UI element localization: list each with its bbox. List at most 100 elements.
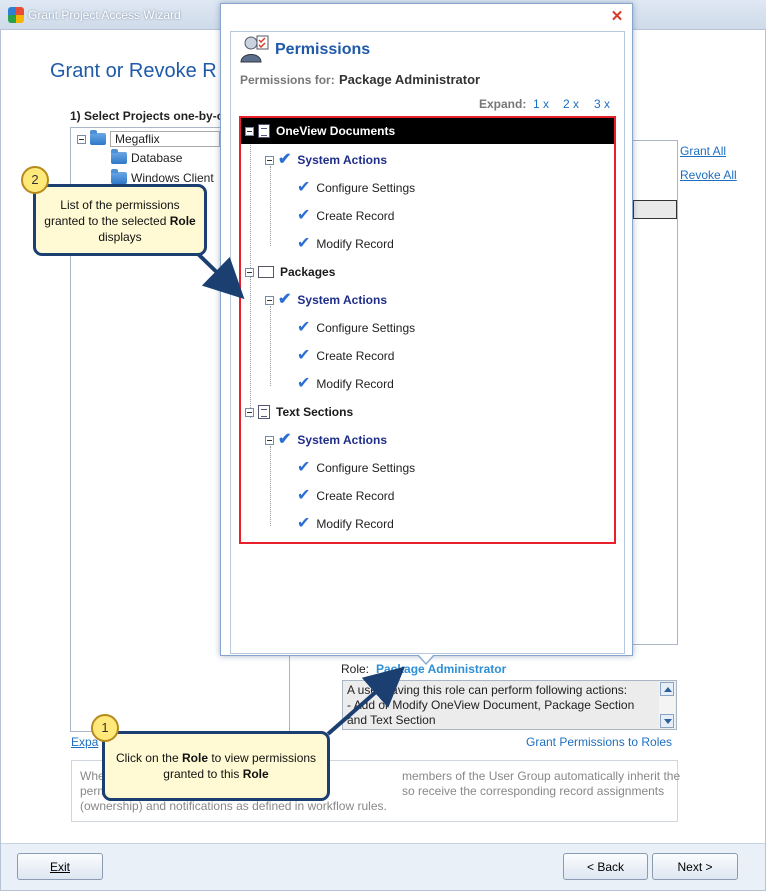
tree-item-label: Database [131, 151, 183, 165]
user-permissions-icon [240, 35, 269, 63]
tree-connector [270, 166, 271, 246]
checkmark-icon: ✔ [297, 319, 311, 336]
action-label: Configure Settings [316, 461, 416, 475]
role-description-text: A user having this role can perform foll… [347, 683, 635, 727]
scroll-up-icon[interactable] [660, 682, 674, 696]
expand-label: Expand: [479, 97, 527, 111]
expand-2x-link[interactable]: 2 x [563, 97, 580, 111]
action-label: Create Record [316, 489, 395, 503]
action-label: Modify Record [316, 377, 394, 391]
subgroup-label: System Actions [297, 293, 387, 307]
tree-action-modify-record: ✔ Modify Record [297, 235, 394, 252]
callout-2-text-post: displays [98, 230, 142, 244]
checkmark-icon: ✔ [278, 151, 292, 168]
role-description-scrollbar[interactable] [659, 682, 675, 728]
expand-1x-link[interactable]: 1 x [533, 97, 550, 111]
tree-group-oneview-documents[interactable]: OneView Documents [241, 118, 614, 144]
tree-connector [270, 306, 271, 386]
window-title: Grant Project Access Wizard [28, 8, 181, 22]
info-text-line: members of the User Group automatically … [402, 769, 681, 783]
step-label: 1) Select Projects one-by-o [70, 109, 225, 123]
callout-1-badge: 1 [91, 714, 119, 742]
action-label: Create Record [316, 209, 395, 223]
collapse-icon[interactable] [245, 267, 254, 277]
action-label: Configure Settings [316, 321, 416, 335]
tree-item-label: Megaflix [110, 131, 220, 147]
info-text-prefix: Whe [80, 769, 105, 783]
tree-subgroup-system-actions[interactable]: ✔ System Actions [265, 291, 387, 308]
text-document-icon [258, 405, 270, 419]
grant-all-link[interactable]: Grant All [680, 144, 727, 158]
action-label: Create Record [316, 349, 395, 363]
exit-button-label: Exit [49, 859, 70, 874]
checkmark-icon: ✔ [297, 347, 311, 364]
tree-action-configure-settings: ✔ Configure Settings [297, 319, 416, 336]
group-label: Packages [280, 265, 336, 279]
tree-item-windows-client[interactable]: Windows Client [111, 169, 214, 185]
info-text-line: so receive the corresponding record assi… [402, 784, 665, 798]
checkmark-icon: ✔ [297, 515, 311, 532]
callout-2-bold: Role [169, 214, 196, 228]
back-button-label: < Back [586, 859, 625, 874]
next-button-label: Next > [677, 859, 713, 874]
grant-permissions-link[interactable]: Grant Permissions to Roles [526, 735, 673, 749]
revoke-all-link[interactable]: Revoke All [680, 168, 737, 182]
close-icon[interactable]: ✕ [610, 8, 624, 25]
callout-2-badge: 2 [21, 166, 49, 194]
folder-icon [258, 266, 274, 278]
checkmark-icon: ✔ [297, 375, 311, 392]
checkmark-icon: ✔ [297, 207, 311, 224]
group-label: OneView Documents [276, 124, 396, 138]
exit-button[interactable]: Exit [17, 853, 103, 880]
collapse-icon[interactable] [265, 295, 274, 305]
collapse-icon[interactable] [265, 435, 274, 445]
action-label: Configure Settings [316, 181, 416, 195]
tree-item-megaflix[interactable]: Megaflix [77, 130, 220, 147]
tree-subgroup-system-actions[interactable]: ✔ System Actions [265, 151, 387, 168]
folder-open-icon [90, 130, 106, 145]
checkmark-icon: ✔ [297, 459, 311, 476]
folder-icon [111, 169, 127, 184]
tree-group-text-sections[interactable]: Text Sections [245, 405, 353, 419]
tree-connector [250, 138, 251, 288]
callout-1-bold-2: Role [242, 767, 269, 781]
collapse-icon[interactable] [77, 134, 86, 144]
tree-action-configure-settings: ✔ Configure Settings [297, 179, 416, 196]
folder-icon [111, 149, 127, 164]
next-button[interactable]: Next > [652, 853, 738, 880]
collapse-icon[interactable] [265, 155, 274, 165]
scroll-down-icon[interactable] [660, 714, 674, 728]
checkmark-icon: ✔ [297, 179, 311, 196]
permissions-for-value: Package Administrator [339, 72, 481, 87]
collapse-icon[interactable] [245, 407, 254, 417]
selected-row[interactable] [633, 200, 677, 219]
document-icon [258, 124, 270, 138]
tree-action-modify-record: ✔ Modify Record [297, 515, 394, 532]
app-logo-icon [8, 7, 24, 23]
permissions-for-label: Permissions for: [240, 73, 335, 87]
role-link[interactable]: Package Administrator [376, 662, 507, 676]
collapse-icon[interactable] [245, 126, 254, 136]
tree-connector [270, 446, 271, 526]
checkmark-icon: ✔ [278, 291, 292, 308]
expand-3x-link[interactable]: 3 x [594, 97, 611, 111]
tree-action-modify-record: ✔ Modify Record [297, 375, 394, 392]
popup-pointer [417, 654, 435, 665]
back-button[interactable]: < Back [563, 853, 648, 880]
expand-link[interactable]: Expa [71, 735, 99, 749]
callout-1-bold: Role [181, 751, 208, 765]
tree-action-create-record: ✔ Create Record [297, 487, 395, 504]
checkmark-icon: ✔ [297, 487, 311, 504]
tree-subgroup-system-actions[interactable]: ✔ System Actions [265, 431, 387, 448]
tree-item-database[interactable]: Database [111, 149, 183, 165]
checkmark-icon: ✔ [297, 235, 311, 252]
callout-2-text: List of the permissions granted to the s… [44, 198, 180, 228]
tree-group-packages[interactable]: Packages [245, 265, 335, 279]
popup-title: Permissions [275, 41, 371, 58]
callout-1-text: Click on the [115, 751, 182, 765]
page-heading: Grant or Revoke R [50, 60, 217, 82]
info-text-prefix: perm [80, 784, 108, 798]
callout-2: List of the permissions granted to the s… [33, 184, 207, 256]
checkmark-icon: ✔ [278, 431, 292, 448]
